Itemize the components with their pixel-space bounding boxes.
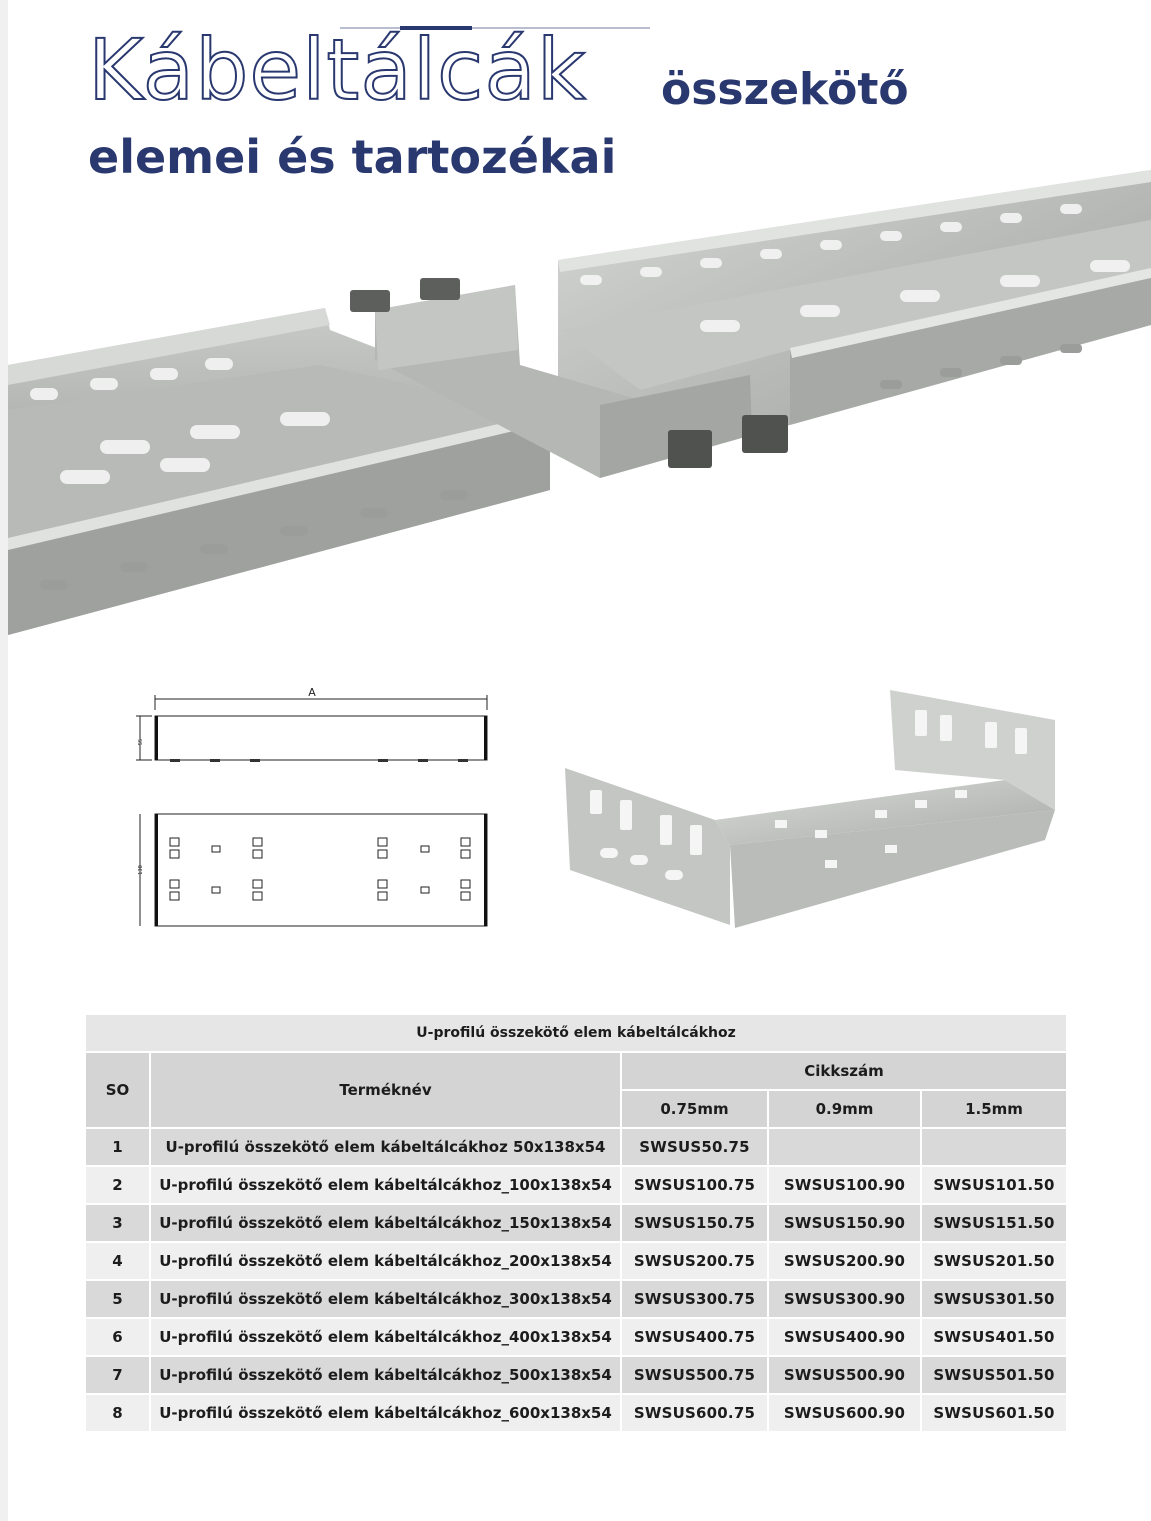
row-code-09: SWSUS300.90 [767,1279,922,1319]
u-profile-connector-image [565,690,1055,928]
row-so: 3 [84,1203,151,1243]
row-so: 4 [84,1241,151,1281]
table-row: 6 U-profilú összekötő elem kábeltálcákho… [84,1317,1069,1357]
dimension-side-label: 55 [138,739,144,745]
row-so: 2 [84,1165,151,1205]
table-row: 3 U-profilú összekötő elem kábeltálcákho… [84,1203,1069,1243]
row-code-075: SWSUS200.75 [620,1241,769,1281]
row-code-075: SWSUS100.75 [620,1165,769,1205]
row-code-09: SWSUS500.90 [767,1355,922,1395]
page-title-outline: Kábeltálcák [87,21,587,119]
row-so: 7 [84,1355,151,1395]
table-row: 8 U-profilú összekötő elem kábeltálcákho… [84,1393,1069,1433]
col-header-name: Terméknév [149,1051,622,1129]
row-product-name: U-profilú összekötő elem kábeltálcákhoz_… [149,1279,622,1319]
row-code-09 [767,1127,922,1167]
table-row: 5 U-profilú összekötő elem kábeltálcákho… [84,1279,1069,1319]
table-row: 2 U-profilú összekötő elem kábeltálcákho… [84,1165,1069,1205]
row-code-09: SWSUS600.90 [767,1393,922,1433]
row-product-name: U-profilú összekötő elem kábeltálcákhoz_… [149,1165,622,1205]
row-so: 8 [84,1393,151,1433]
col-header-so: SO [84,1051,151,1129]
spec-table: U-profilú összekötő elem kábeltálcákhoz … [83,1013,1069,1433]
row-code-075: SWSUS150.75 [620,1203,769,1243]
table-caption: U-profilú összekötő elem kábeltálcákhoz [83,1013,1069,1053]
col-header-code: Cikkszám [619,1051,1069,1091]
cable-tray-assembly-image [8,170,1151,635]
title-decoration-line [340,26,650,30]
row-product-name: U-profilú összekötő elem kábeltálcákhoz_… [149,1355,622,1395]
table-row: 1 U-profilú összekötő elem kábeltálcákho… [84,1127,1069,1167]
row-code-075: SWSUS50.75 [620,1127,769,1167]
technical-drawing: A 55 138 [136,686,488,927]
row-so: 1 [84,1127,151,1167]
row-code-15: SWSUS151.50 [919,1203,1069,1243]
row-code-15: SWSUS101.50 [919,1165,1069,1205]
page-title-bold: összekötő [661,64,909,115]
row-product-name: U-profilú összekötő elem kábeltálcákhoz_… [149,1241,622,1281]
page-header: Kábeltálcák összekötő elemei és tartozék… [87,21,988,192]
row-code-09: SWSUS150.90 [767,1203,922,1243]
row-product-name: U-profilú összekötő elem kábeltálcákhoz_… [149,1203,622,1243]
table-row: 7 U-profilú összekötő elem kábeltálcákho… [84,1355,1069,1395]
row-code-15 [919,1127,1069,1167]
col-header-thickness-15: 1.5mm [919,1089,1069,1129]
row-code-075: SWSUS300.75 [620,1279,769,1319]
dimension-a-label: A [308,686,316,699]
row-code-09: SWSUS100.90 [767,1165,922,1205]
row-product-name: U-profilú összekötő elem kábeltálcákhoz_… [149,1317,622,1357]
row-code-15: SWSUS201.50 [919,1241,1069,1281]
row-so: 6 [84,1317,151,1357]
row-product-name: U-profilú összekötő elem kábeltálcákhoz … [149,1127,622,1167]
row-product-name: U-profilú összekötő elem kábeltálcákhoz_… [149,1393,622,1433]
row-code-075: SWSUS400.75 [620,1317,769,1357]
row-so: 5 [84,1279,151,1319]
row-code-09: SWSUS400.90 [767,1317,922,1357]
page-left-edge [0,0,8,1521]
row-code-09: SWSUS200.90 [767,1241,922,1281]
row-code-15: SWSUS501.50 [919,1355,1069,1395]
table-row: 4 U-profilú összekötő elem kábeltálcákho… [84,1241,1069,1281]
row-code-15: SWSUS401.50 [919,1317,1069,1357]
dimension-plan-label: 138 [138,865,144,875]
col-header-thickness-075: 0.75mm [620,1089,769,1129]
col-header-thickness-09: 0.9mm [767,1089,922,1129]
row-code-15: SWSUS601.50 [919,1393,1069,1433]
row-code-075: SWSUS500.75 [620,1355,769,1395]
row-code-15: SWSUS301.50 [919,1279,1069,1319]
row-code-075: SWSUS600.75 [620,1393,769,1433]
page-subtitle: elemei és tartozékai [88,130,617,184]
